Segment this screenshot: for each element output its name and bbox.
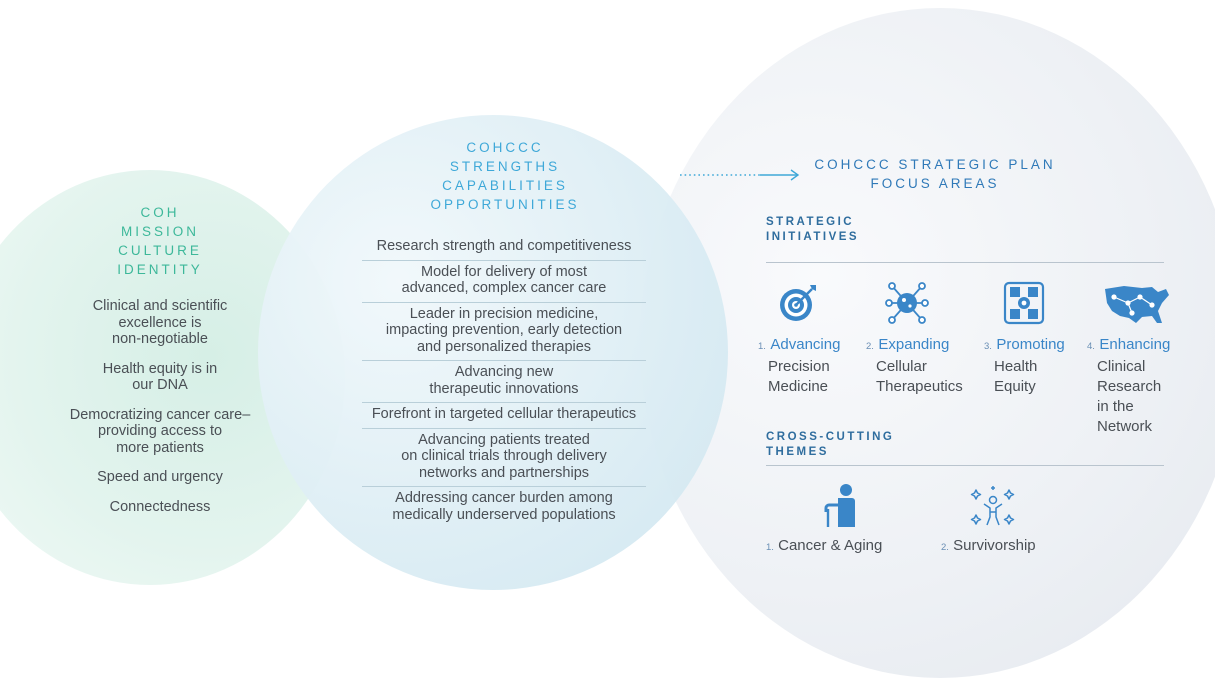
mission-item: Clinical and scientific excellence is no… [92,298,228,347]
initiative-text: Clinical Research in the Network [1097,358,1162,435]
dotted-arrow-icon [680,169,800,181]
initiative-number: 3. [984,341,992,352]
strength-item: Leader in precision medicine, impacting … [362,303,646,361]
mission-item: Speed and urgency [97,469,223,485]
initiative-lead: Advancing [770,336,841,353]
initiative-3: 3. Promoting Health Equity [984,335,1065,397]
initiative-text: Cellular Therapeutics [876,358,963,395]
initiative-number: 1. [758,341,766,352]
us-map-icon [1105,286,1169,323]
themes-label: CROSS-CUTTING THEMES [766,431,895,458]
initiative-lead: Enhancing [1099,336,1171,353]
survivor-stars-icon [970,486,1015,526]
initiative-number: 4. [1087,341,1095,352]
elderly-person-icon [824,484,855,527]
initiative-number: 2. [866,341,874,352]
initiative-text: Precision Medicine [768,358,830,395]
divider [766,465,1164,466]
strengths-list: Research strength and competitiveness Mo… [362,235,646,528]
initiative-text: Health Equity [994,358,1038,395]
strengths-heading: COHCCC STRENGTHS CAPABILITIES OPPORTUNIT… [430,140,580,212]
theme-2: 2. Survivorship [941,537,1036,554]
initiative-lead: Expanding [878,336,950,353]
strength-item: Research strength and competitiveness [362,235,646,261]
strength-item: Advancing patients treated on clinical t… [362,429,646,487]
strength-item: Forefront in targeted cellular therapeut… [362,403,646,429]
plan-heading: COHCCC STRATEGIC PLAN FOCUS AREAS [814,157,1056,191]
strength-item: Addressing cancer burden among medically… [392,490,616,523]
theme-label: Survivorship [953,537,1036,554]
mission-item: Health equity is in our DNA [102,360,218,394]
mission-list: Clinical and scientific excellence is no… [55,298,265,528]
theme-1: 1. Cancer & Aging [766,537,882,554]
mission-heading: COH MISSION CULTURE IDENTITY [117,205,203,277]
hands-icon [1003,281,1045,325]
theme-label: Cancer & Aging [778,537,883,554]
strength-item: Model for delivery of most advanced, com… [362,261,646,303]
divider [766,262,1164,263]
mission-item: Democratizing cancer care– providing acc… [69,406,251,456]
theme-number: 2. [941,542,949,553]
cell-icon [885,282,929,324]
focus-areas-circle [640,8,1215,678]
initiative-4: 4. Enhancing Clinical Research in the Ne… [1087,335,1170,437]
initiatives-label: STRATEGIC INITIATIVES [766,216,860,243]
theme-number: 1. [766,542,774,553]
target-icon [780,285,816,321]
mission-item: Connectedness [109,498,211,515]
strengths-circle [258,115,728,590]
strength-item: Advancing new therapeutic innovations [362,361,646,403]
initiative-2: 2. Expanding Cellular Therapeutics [866,335,963,397]
initiative-1: 1. Advancing Precision Medicine [758,335,840,397]
initiative-lead: Promoting [996,336,1065,353]
